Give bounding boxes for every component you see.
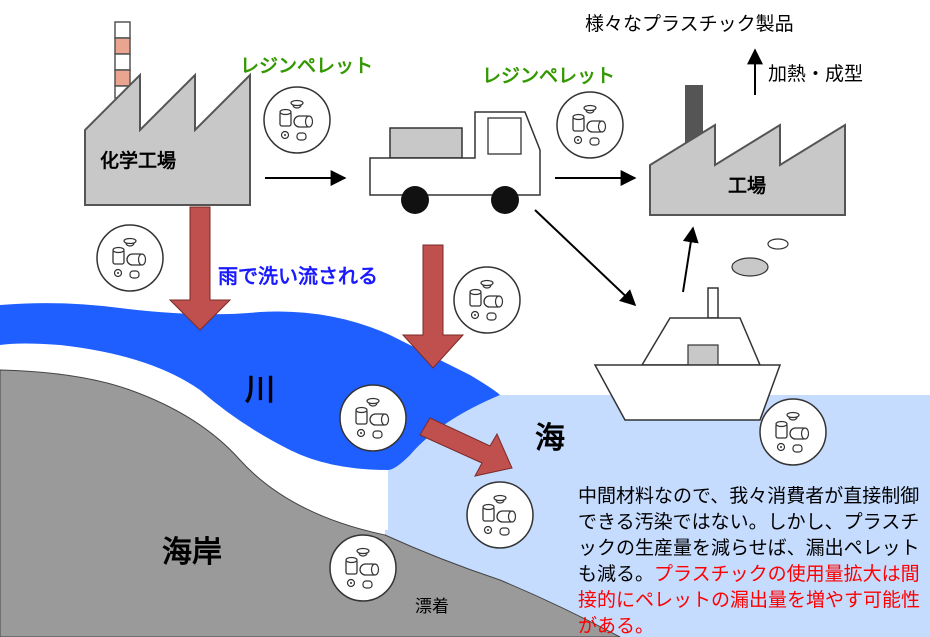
ship bbox=[593, 238, 789, 421]
pellet-circle bbox=[759, 398, 827, 466]
heating-molding-label: 加熱・成型 bbox=[768, 63, 863, 85]
leak-arrows bbox=[168, 206, 513, 477]
pellet-circle bbox=[339, 384, 407, 452]
pellet-circle bbox=[453, 266, 521, 334]
process-arrows bbox=[265, 48, 763, 307]
pellet-circle bbox=[329, 534, 397, 602]
factory-label: 工場 bbox=[728, 175, 766, 197]
description-body: 中間材料なので、我々消費者が直接制御できる汚染ではない。しかし、プラスチックの生… bbox=[578, 485, 920, 585]
pellet-circle bbox=[96, 224, 164, 292]
pellet-circle bbox=[263, 86, 331, 154]
products-label: 様々なプラスチック製品 bbox=[585, 13, 794, 35]
rain-wash-label: 雨で洗い流される bbox=[218, 264, 378, 288]
sea-label: 海 bbox=[535, 421, 565, 456]
chemical-factory bbox=[84, 21, 251, 206]
coast-area bbox=[0, 369, 621, 637]
chemical-factory-label: 化学工場 bbox=[100, 149, 176, 172]
description-highlight: プラスチックの使用量拡大は間接的にペレットの漏出量を増やす可能性がある。 bbox=[578, 563, 921, 637]
resin-pellet-label: レジンペレット bbox=[240, 55, 373, 77]
truck bbox=[369, 111, 541, 214]
pellet-circle bbox=[556, 91, 624, 159]
coast-label: 海岸 bbox=[162, 535, 222, 570]
resin-pellet-label: レジンペレット bbox=[482, 65, 615, 87]
factory bbox=[649, 85, 846, 216]
river-label: 川 bbox=[245, 373, 275, 408]
description-text: 中間材料なので、我々消費者が直接制御できる汚染ではない。しかし、プラスチックの生… bbox=[578, 483, 928, 637]
pellet-circle bbox=[466, 481, 534, 549]
stranded-label: 漂着 bbox=[415, 597, 449, 617]
